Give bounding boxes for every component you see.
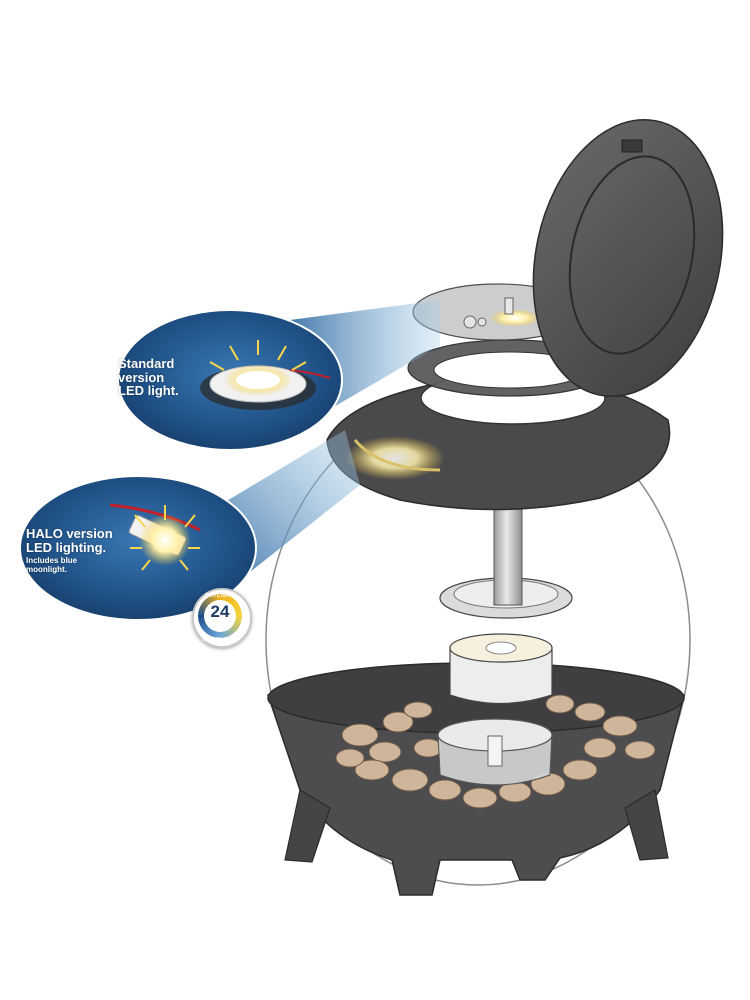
open-lid	[532, 118, 724, 398]
24h-cycle-badge: 24 DAYLIGHT MOONLIGHT	[192, 588, 252, 648]
standard-led-label: Standard version LED light.	[118, 357, 208, 398]
badge-daylight-text: DAYLIGHT	[205, 593, 235, 599]
halo-label-line4: moonlight.	[26, 565, 67, 575]
standard-label-line1: Standard	[118, 356, 175, 371]
standard-callout-bubble	[117, 309, 343, 451]
standard-label-line3: LED light.	[118, 383, 179, 399]
halo-callout-bubble	[19, 475, 257, 621]
filter-cup	[437, 718, 553, 786]
gravel-stones	[335, 694, 656, 809]
halo-led-label: HALO version LED lighting. Includes blue…	[26, 527, 126, 575]
badge-center: 24	[204, 600, 236, 632]
badge-moonlight-text: MOONLIGHT	[202, 637, 238, 643]
standard-label-line2: version	[118, 369, 165, 385]
halo-label-line3: Includes blue	[26, 556, 78, 566]
filter-housing	[449, 633, 553, 705]
halo-label-line1: HALO version	[26, 526, 113, 541]
halo-label-line2: LED lighting.	[26, 539, 107, 555]
badge-number: 24	[210, 602, 230, 621]
